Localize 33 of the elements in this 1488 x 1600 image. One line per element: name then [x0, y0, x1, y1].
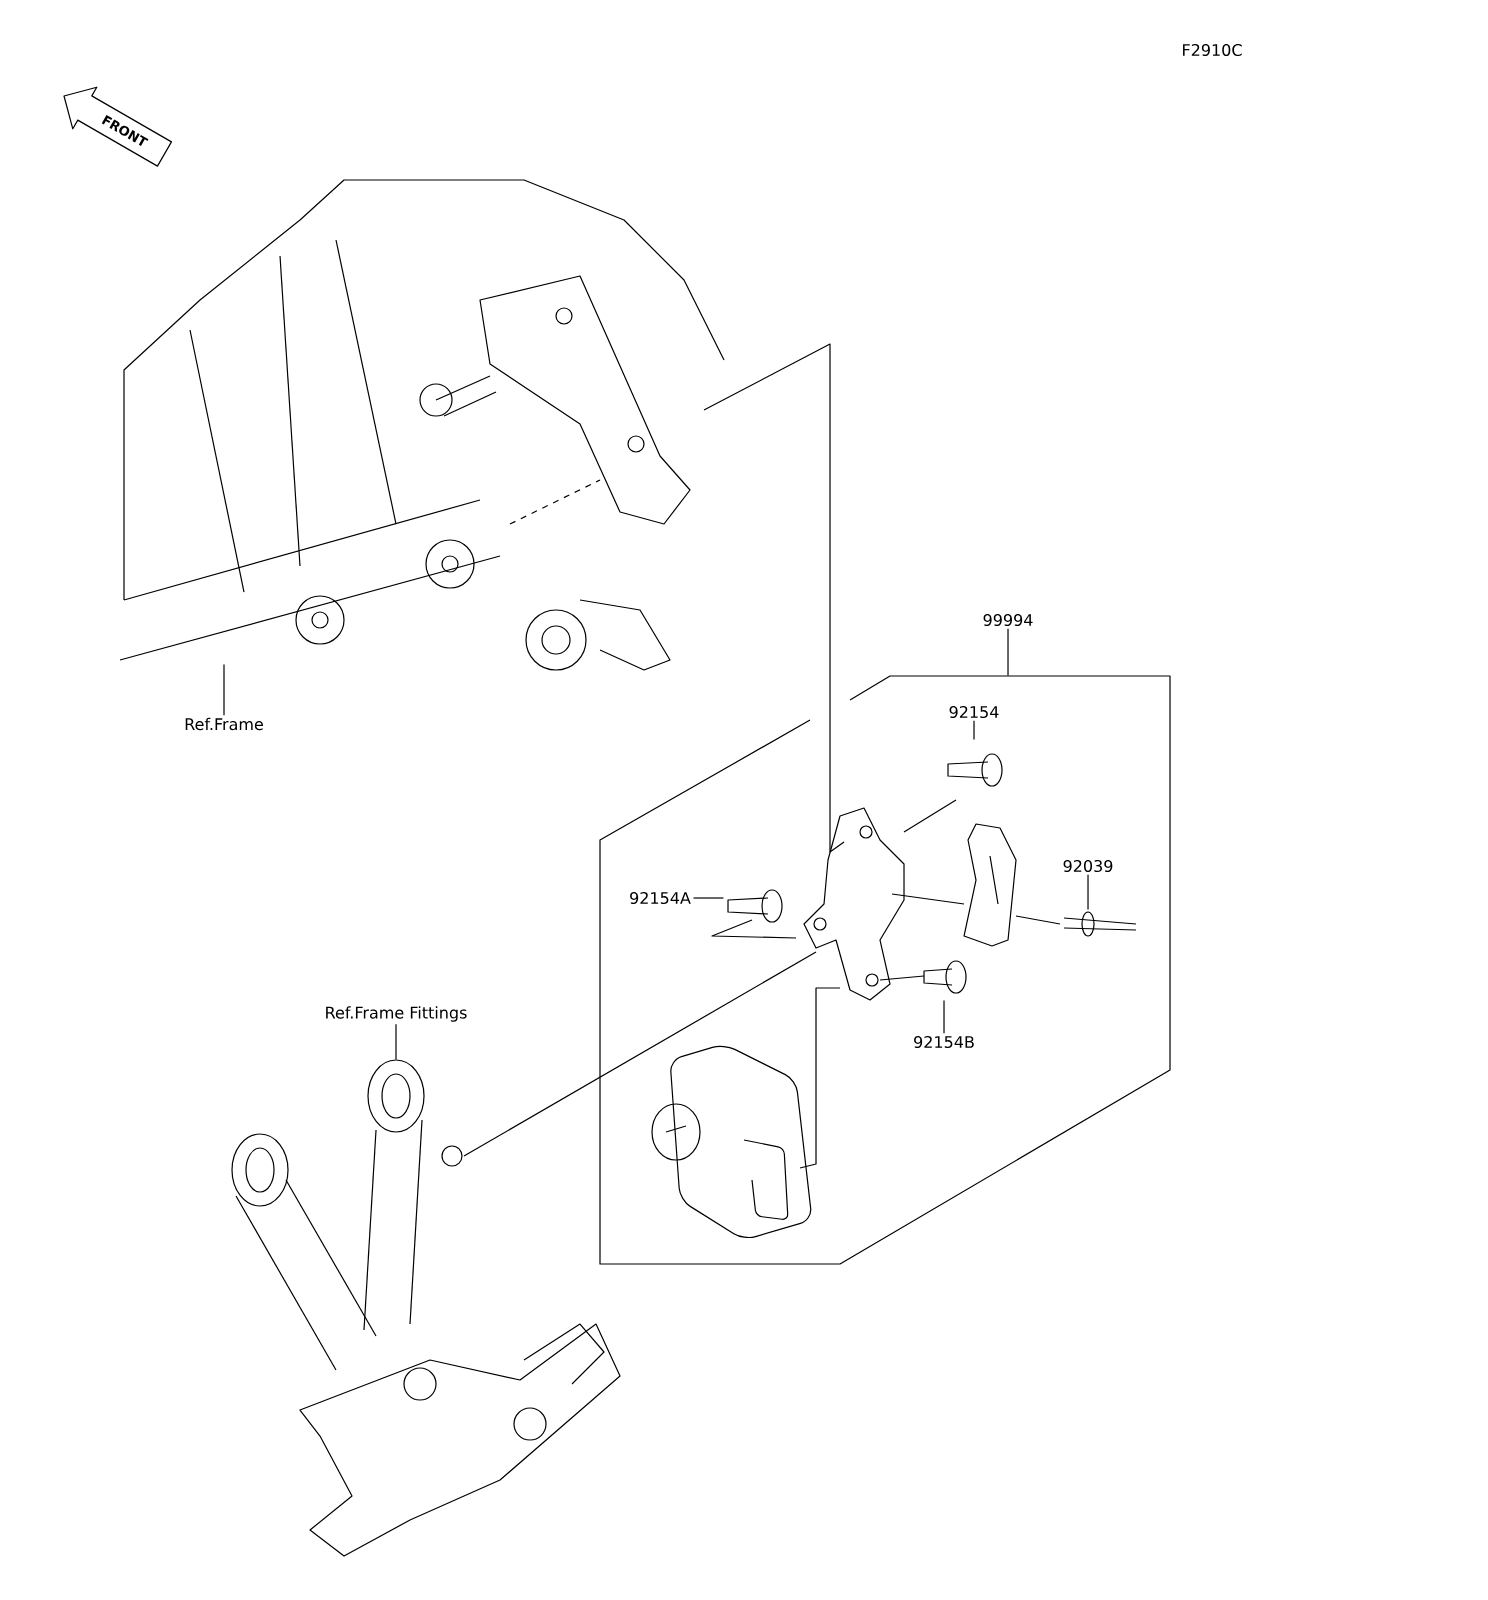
- part-number: Ref.Frame Fittings: [326, 1006, 467, 1022]
- part-number: 92154: [949, 705, 999, 719]
- kit-outline: [599, 675, 1171, 1265]
- pin-drawing: [1063, 911, 1137, 937]
- leader-line: [395, 1023, 397, 1060]
- assembly-line: [1015, 915, 1061, 925]
- bracket-plate-drawing: [803, 807, 905, 1001]
- leader-line: [973, 720, 975, 740]
- leader-line: [1007, 628, 1009, 676]
- part-number: 92039: [1063, 859, 1113, 873]
- assembly-line: [799, 987, 841, 1169]
- frame-fittings-drawing: [231, 1059, 621, 1557]
- leader-line: [943, 1000, 945, 1034]
- screw-drawing: [727, 889, 783, 923]
- plate-drawing: [963, 823, 1017, 947]
- screw-drawing: [947, 753, 1003, 787]
- part-number: 92154B: [914, 1035, 974, 1049]
- lock-drawing: [651, 1045, 812, 1239]
- frame-drawing: [119, 179, 725, 671]
- assembly-line: [891, 893, 965, 905]
- leader-line: [1087, 874, 1089, 910]
- part-number: Ref.Frame: [185, 717, 263, 731]
- leader-line: [223, 664, 225, 716]
- part-number: 99994: [983, 613, 1033, 627]
- assembly-line: [879, 975, 925, 981]
- assembly-line: [711, 919, 797, 939]
- screw-drawing: [923, 960, 967, 994]
- part-number: 92154A: [630, 891, 691, 905]
- leader-line: [692, 897, 724, 899]
- figure-code: F2910C: [1183, 43, 1242, 57]
- assembly-line: [703, 343, 845, 853]
- assembly-line: [463, 951, 817, 1157]
- assembly-line: [903, 799, 957, 833]
